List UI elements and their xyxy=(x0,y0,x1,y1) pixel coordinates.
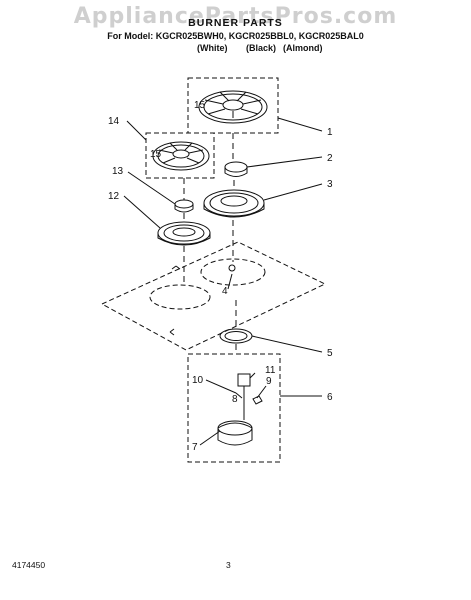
callout-10: 10 xyxy=(192,375,204,386)
callout-7: 7 xyxy=(192,442,198,453)
doc-number: 4174450 xyxy=(12,560,46,570)
part-13-burner-cap xyxy=(174,199,194,213)
cooktop-plate xyxy=(100,241,327,351)
callout-14: 14 xyxy=(108,116,120,127)
part-2-burner-cap xyxy=(224,161,248,177)
color-label-almond: (Almond) xyxy=(283,43,323,53)
callout-2: 2 xyxy=(327,153,333,164)
color-label-black: (Black) xyxy=(246,43,277,53)
part-6-valve-assembly xyxy=(187,353,281,463)
callout-15-small: 15 xyxy=(150,149,162,160)
callout-1: 1 xyxy=(327,127,333,138)
callout-3: 3 xyxy=(327,179,333,190)
callout-5: 5 xyxy=(327,348,333,359)
alignment-lines xyxy=(183,133,237,354)
model-line: For Model: KGCR025BWH0, KGCR025BBL0, KGC… xyxy=(107,31,364,41)
part-3-burner-base xyxy=(203,189,265,218)
page-number: 3 xyxy=(226,560,231,570)
small-burner-cap-group xyxy=(145,132,215,179)
callout-12: 12 xyxy=(108,191,120,202)
watermark: AppliancePartsPros.com xyxy=(73,4,398,29)
callout-8: 8 xyxy=(232,394,238,405)
callout-labels: 1 2 3 4 5 6 7 8 9 10 11 12 13 14 15 15 xyxy=(108,100,333,453)
part-12-burner-base xyxy=(157,221,211,246)
callout-11: 11 xyxy=(265,365,276,376)
plate-screws xyxy=(169,264,236,336)
page-title: BURNER PARTS xyxy=(188,17,283,29)
large-burner-cap-group xyxy=(187,77,279,134)
callout-15-large: 15 xyxy=(194,100,206,111)
part-5-gasket xyxy=(219,328,253,344)
callout-9: 9 xyxy=(266,376,272,387)
callout-6: 6 xyxy=(327,392,333,403)
callout-13: 13 xyxy=(112,166,124,177)
callout-4: 4 xyxy=(222,286,228,297)
leader-lines xyxy=(123,117,323,446)
color-label-white: (White) xyxy=(197,43,228,53)
